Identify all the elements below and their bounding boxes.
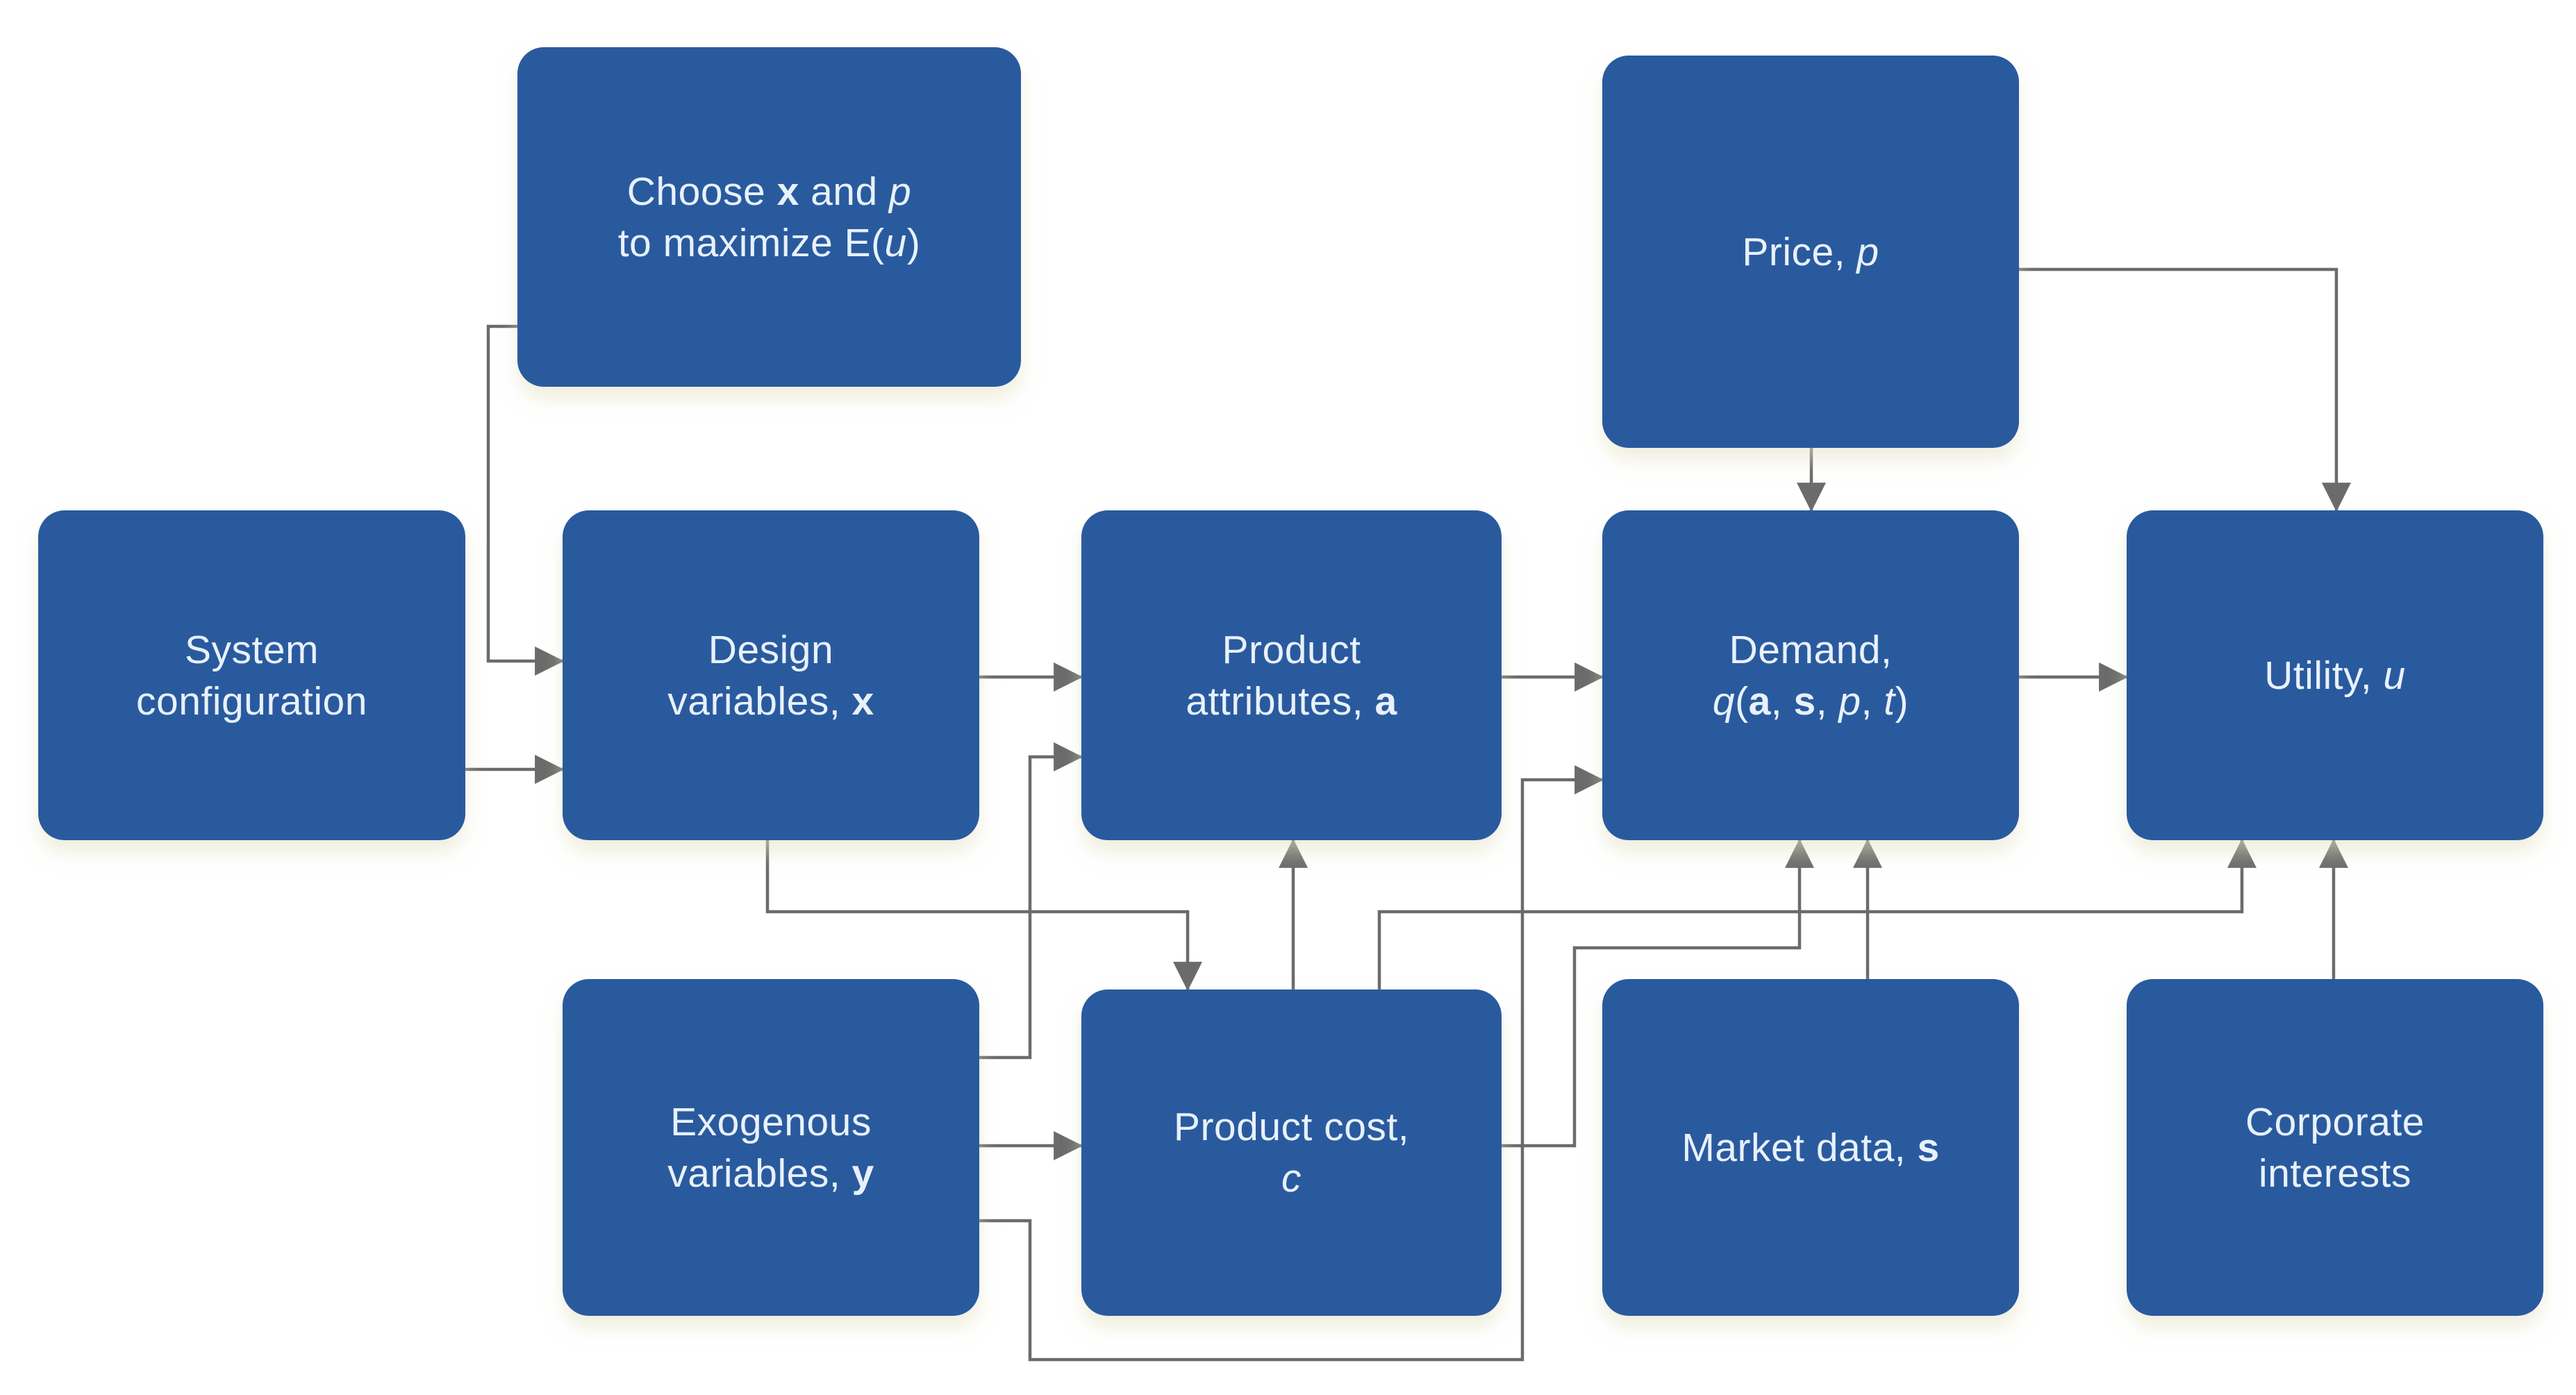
- node-product-cost: Product cost,c: [1081, 989, 1502, 1316]
- edge-exogenous-variables-to-product-attributes: [977, 742, 1083, 1060]
- edge-price-to-utility: [2019, 267, 2351, 512]
- node-label: Demand,q(a, s, p, t): [1712, 627, 1909, 724]
- node-label: Utility, u: [2264, 653, 2406, 698]
- node-label: Price, p: [1742, 229, 1879, 274]
- node-utility: Utility, u: [2127, 510, 2543, 840]
- edge-exogenous-variables-to-demand: [977, 765, 1604, 1362]
- node-demand: Demand,q(a, s, p, t): [1602, 510, 2019, 840]
- edge-choose-maximize-to-design-variables: [486, 324, 565, 676]
- edge-product-cost-to-utility: [1377, 838, 2257, 989]
- node-label: Product cost,c: [1173, 1105, 1410, 1201]
- node-price: Price, p: [1602, 56, 2019, 448]
- node-market-data: Market data, s: [1602, 979, 2019, 1316]
- node-label: Market data, s: [1681, 1125, 1940, 1170]
- edge-design-variables-to-product-cost: [765, 840, 1202, 992]
